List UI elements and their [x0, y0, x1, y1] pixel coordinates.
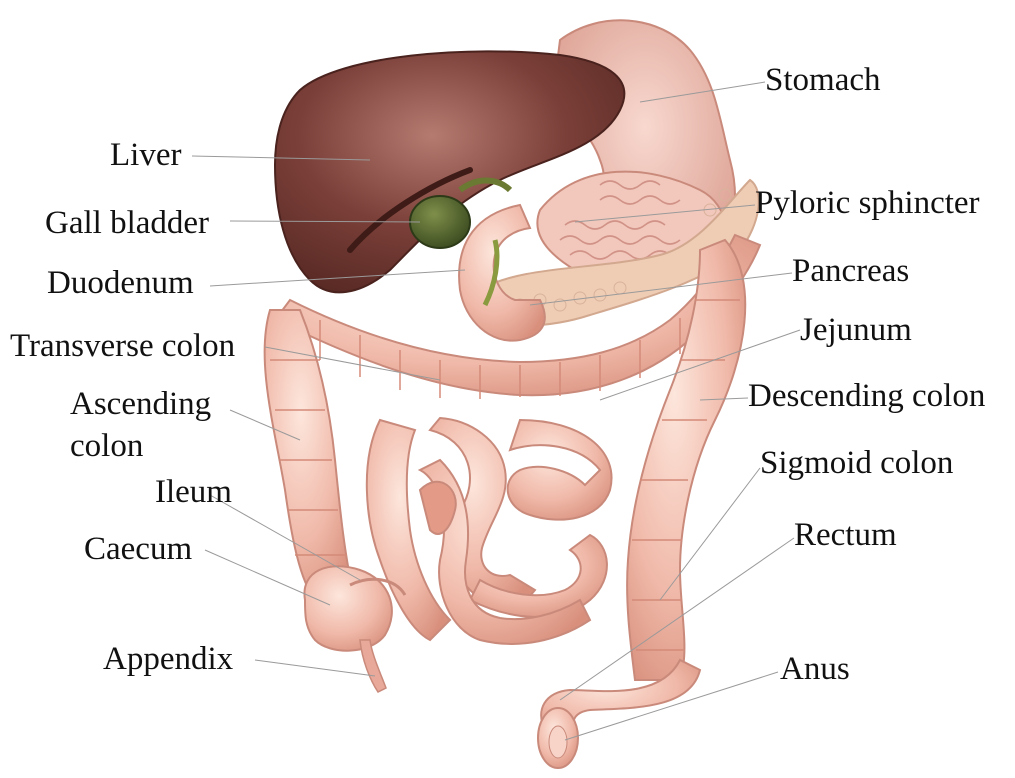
label-pancreas: Pancreas	[792, 252, 909, 290]
label-jejunum: Jejunum	[800, 311, 912, 349]
label-ileum: Ileum	[155, 473, 232, 511]
label-anus: Anus	[780, 650, 850, 688]
label-duodenum: Duodenum	[47, 264, 194, 302]
label-ascending-colon: Ascending colon	[70, 383, 211, 467]
label-caecum: Caecum	[84, 530, 192, 568]
label-ascending-colon-line2: colon	[70, 425, 211, 467]
label-transverse-colon: Transverse colon	[10, 327, 235, 365]
label-stomach: Stomach	[765, 61, 880, 99]
label-sigmoid-colon: Sigmoid colon	[760, 444, 953, 482]
label-pyloric-sphincter: Pyloric sphincter	[755, 184, 980, 222]
label-gall-bladder: Gall bladder	[45, 204, 209, 242]
label-ascending-colon-line1: Ascending	[70, 383, 211, 425]
label-rectum: Rectum	[794, 516, 897, 554]
ascending-colon-shape	[265, 310, 355, 600]
appendix-shape	[360, 640, 386, 692]
leader-appendix	[255, 660, 375, 676]
small-intestine-shape	[367, 418, 612, 644]
label-liver: Liver	[110, 136, 181, 174]
label-appendix: Appendix	[103, 640, 233, 678]
label-descending-colon: Descending colon	[748, 377, 985, 415]
